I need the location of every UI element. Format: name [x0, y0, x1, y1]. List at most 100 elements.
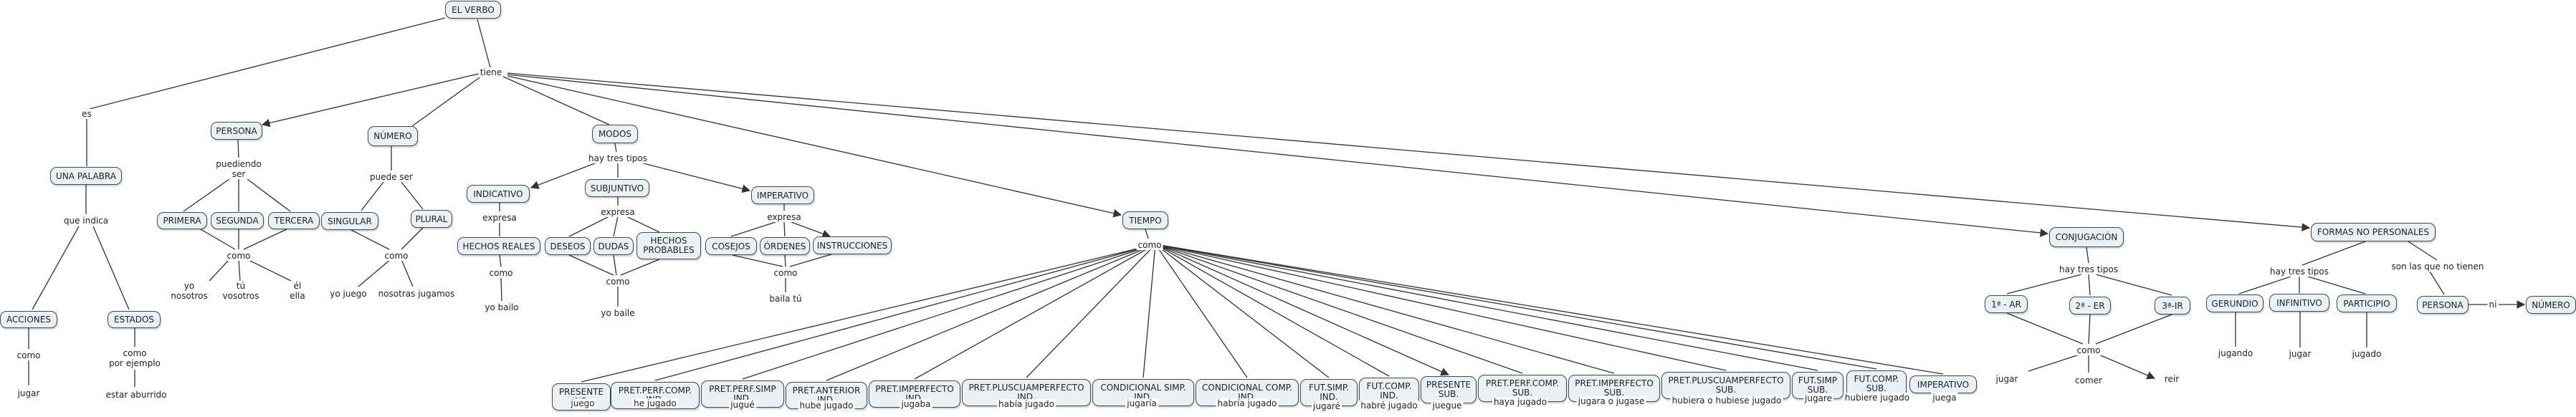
connector-line-57 — [1145, 229, 1149, 239]
node-np-persona[interactable]: PERSONA — [2417, 296, 2468, 314]
node-t-presente-sub[interactable]: PRESENTE SUB. — [1421, 376, 1477, 403]
connector-line-36 — [637, 161, 751, 193]
connector-line-27 — [361, 181, 384, 211]
node-np-numero[interactable]: NÚMERO — [2526, 296, 2576, 314]
label-tu-vosotros: tú vosotros — [221, 281, 261, 301]
node-conjugacion[interactable]: CONJUGACIÓN — [2049, 227, 2124, 247]
example-fut-simp-sub: jugare — [1803, 393, 1833, 403]
label-como-conj: como — [2075, 345, 2102, 355]
node-acciones[interactable]: ACCIONES — [0, 311, 57, 328]
connector-line-39 — [499, 254, 502, 267]
node-singular[interactable]: SINGULAR — [321, 212, 378, 230]
connector-line-1 — [89, 17, 446, 110]
label-jugado-participio: jugado — [2350, 349, 2383, 359]
example-fut-comp-ind: habré jugado — [1359, 401, 1419, 411]
node-t-fut-comp-ind[interactable]: FUT.COMP. IND. — [1359, 378, 1419, 405]
connector-line-98 — [2095, 314, 2172, 345]
node-t-cond-simp-ind[interactable]: CONDICIONAL SIMP. IND. — [1092, 379, 1194, 406]
connector-line-44 — [626, 216, 660, 233]
node-indicativo[interactable]: INDICATIVO — [467, 185, 530, 203]
node-er[interactable]: 2ª - ER — [2069, 297, 2111, 315]
node-estados[interactable]: ESTADOS — [108, 311, 161, 328]
connector-line-63 — [1026, 244, 1156, 378]
node-imperativo-modo[interactable]: IMPERATIVO — [751, 186, 814, 204]
label-son-las-que: son las que no tienen — [2390, 262, 2486, 272]
node-subjuntivo[interactable]: SUBJUNTIVO — [585, 179, 649, 197]
node-el-verbo[interactable]: EL VERBO — [445, 1, 501, 19]
connector-line-50 — [730, 221, 776, 237]
node-una-palabra[interactable]: UNA PALABRA — [50, 167, 122, 185]
connector-line-93 — [2006, 274, 2082, 294]
node-dudas[interactable]: DUDAS — [593, 237, 634, 255]
connector-line-67 — [1155, 244, 1390, 377]
label-tiene: tiene — [478, 67, 504, 77]
label-yo-baile: yo baile — [599, 308, 636, 318]
node-t-imperativo[interactable]: IMPERATIVO — [1909, 375, 1977, 393]
connector-line-51 — [783, 221, 786, 237]
node-instrucciones[interactable]: INSTRUCCIONES — [813, 236, 892, 254]
connector-line-42 — [568, 216, 610, 237]
node-ar[interactable]: 1ª - AR — [1985, 295, 2028, 313]
label-jugando: jugando — [2216, 348, 2255, 358]
node-gerundio[interactable]: GERUNDIO — [2206, 294, 2263, 312]
label-estar-aburrido: estar aburrido — [104, 390, 168, 400]
connector-line-7 — [507, 72, 2311, 231]
node-persona[interactable]: PERSONA — [211, 122, 262, 140]
connector-line-11 — [92, 226, 130, 310]
label-jugar-acciones: jugar — [16, 388, 42, 398]
node-formas-no-personales[interactable]: FORMAS NO PERSONALES — [2311, 223, 2436, 241]
node-deseos[interactable]: DESEOS — [545, 237, 591, 255]
connector-line-110 — [2429, 271, 2445, 295]
label-como-estados: como por ejemplo — [108, 348, 162, 368]
connector-line-104 — [2238, 276, 2291, 294]
node-tiempo[interactable]: TIEMPO — [1122, 211, 1168, 229]
example-pret-anterior-ind: hube jugado — [798, 401, 855, 411]
node-ordenes[interactable]: ÓRDENES — [760, 237, 810, 255]
connector-line-20 — [200, 229, 236, 250]
node-modos[interactable]: MODOS — [592, 125, 638, 143]
example-imperativo: juega — [1931, 393, 1958, 403]
connector-line-53 — [732, 254, 783, 267]
connector-line-106 — [2307, 276, 2366, 294]
node-tercera[interactable]: TERCERA — [268, 212, 320, 229]
example-fut-simp-ind: jugaré — [1312, 401, 1342, 411]
label-nosotros-jugamos: nosotras jugamos — [376, 289, 457, 299]
label-baila-tu: baila tú — [768, 294, 803, 304]
connector-line-70 — [1155, 244, 1615, 374]
connector-line-0 — [477, 19, 491, 68]
connector-line-58 — [581, 244, 1156, 383]
connector-line-30 — [401, 227, 424, 250]
node-segunda[interactable]: SEGUNDA — [211, 212, 264, 229]
node-ir[interactable]: 3ª-IR — [2155, 297, 2190, 315]
connector-line-47 — [620, 259, 660, 276]
connector-line-31 — [358, 259, 391, 287]
connector-line-101 — [2096, 353, 2156, 380]
node-participio[interactable]: PARTICIPIO — [2337, 294, 2397, 312]
connector-line-59 — [654, 244, 1156, 381]
node-numero[interactable]: NÚMERO — [368, 126, 418, 146]
label-el-ella: él ella — [288, 281, 307, 301]
node-consejos[interactable]: COSEJOS — [705, 237, 757, 255]
connector-line-43 — [613, 216, 619, 237]
example-fut-comp-sub: hubiere jugado — [1843, 393, 1912, 403]
node-hechos-reales[interactable]: HECHOS REALES — [457, 237, 540, 255]
node-plural[interactable]: PLURAL — [411, 210, 452, 228]
node-t-pret-plusc-sub[interactable]: PRET.PLUSCUAMPERFECTO SUB. — [1661, 372, 1790, 399]
node-infinitivo[interactable]: INFINITIVO — [2269, 294, 2329, 312]
connector-line-103 — [2408, 241, 2438, 261]
connector-line-96 — [2006, 312, 2084, 345]
connector-line-33 — [614, 143, 617, 153]
connector-line-64 — [1142, 244, 1156, 378]
label-hay-tres-tipos-fnp: hay tres tipos — [2269, 267, 2330, 277]
connector-line-19 — [247, 178, 291, 212]
connector-line-52 — [791, 221, 831, 238]
connector-line-17 — [183, 178, 230, 212]
connector-line-29 — [350, 229, 390, 250]
node-hechos-probables[interactable]: HECHOS PROBABLES — [636, 232, 701, 259]
node-primera[interactable]: PRIMERA — [157, 212, 207, 229]
connector-line-46 — [613, 254, 617, 276]
connector-line-92 — [2086, 246, 2089, 264]
label-expresa-subjuntivo: expresa — [599, 207, 636, 217]
connector-line-45 — [568, 254, 614, 276]
connector-line-16 — [237, 139, 239, 158]
